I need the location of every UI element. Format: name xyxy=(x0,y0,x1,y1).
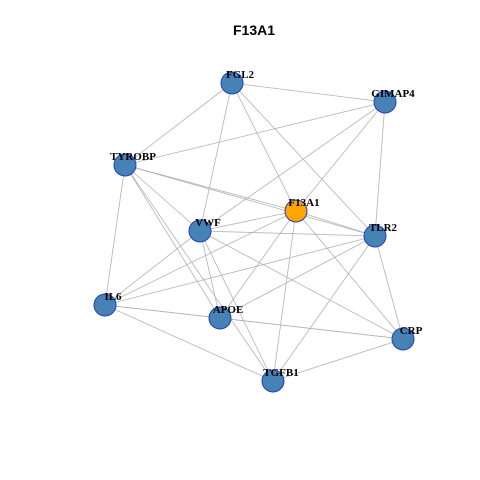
edge-f13a1-apoe xyxy=(219,210,297,319)
edge-tlr2-tgfb1 xyxy=(272,235,376,382)
node-circle[interactable] xyxy=(188,219,212,243)
edge-vwf-crp xyxy=(199,230,404,340)
node-circle[interactable] xyxy=(208,306,232,330)
edge-tyrobp-apoe xyxy=(124,164,221,319)
graph-title: F13A1 xyxy=(233,22,275,38)
edge-f13a1-crp xyxy=(295,210,404,340)
edge-tlr2-crp xyxy=(374,235,404,340)
edge-tyrobp-il6 xyxy=(104,164,126,306)
node-tyrobp[interactable]: TYROBP xyxy=(110,151,156,177)
edge-gimap4-tlr2 xyxy=(374,101,386,237)
node-circle[interactable] xyxy=(391,327,415,351)
edge-tyrobp-tlr2 xyxy=(124,164,376,237)
node-label: CRP xyxy=(400,325,423,337)
node-label: TYROBP xyxy=(110,151,156,163)
node-label: F13A1 xyxy=(288,197,319,209)
node-label: TGFB1 xyxy=(263,367,298,379)
node-label: APOE xyxy=(213,304,244,316)
edge-layer xyxy=(104,82,404,382)
edge-tyrobp-vwf xyxy=(124,164,201,232)
node-f13a1[interactable]: F13A1 xyxy=(284,197,320,223)
edge-fgl2-tlr2 xyxy=(231,82,376,237)
edge-f13a1-il6 xyxy=(104,210,297,306)
node-gimap4[interactable]: GIMAP4 xyxy=(371,88,415,114)
edge-gimap4-tyrobp xyxy=(124,101,386,166)
node-fgl2[interactable]: FGL2 xyxy=(220,69,255,95)
edge-tyrobp-tgfb1 xyxy=(124,164,274,382)
edge-gimap4-f13a1 xyxy=(295,101,386,212)
edge-tlr2-il6 xyxy=(104,235,376,306)
edge-apoe-crp xyxy=(219,317,404,340)
node-il6[interactable]: IL6 xyxy=(93,291,122,317)
node-circle[interactable] xyxy=(363,224,387,248)
node-crp[interactable]: CRP xyxy=(391,325,423,351)
node-tgfb1[interactable]: TGFB1 xyxy=(261,367,299,393)
node-circle[interactable] xyxy=(284,199,308,223)
node-label: VWF xyxy=(195,217,221,229)
edge-tyrobp-f13a1 xyxy=(124,164,297,212)
node-circle[interactable] xyxy=(373,90,397,114)
edge-vwf-tgfb1 xyxy=(199,230,274,382)
edge-tlr2-apoe xyxy=(219,235,376,319)
edge-il6-tgfb1 xyxy=(104,304,274,382)
node-vwf[interactable]: VWF xyxy=(188,217,221,243)
edge-fgl2-f13a1 xyxy=(231,82,297,212)
edge-f13a1-vwf xyxy=(199,210,297,232)
node-label: IL6 xyxy=(104,291,122,303)
node-label: TLR2 xyxy=(369,222,398,234)
edge-gimap4-vwf xyxy=(199,101,386,232)
edge-fgl2-gimap4 xyxy=(231,82,386,103)
edge-f13a1-tgfb1 xyxy=(272,210,297,382)
edge-vwf-tlr2 xyxy=(199,230,376,237)
node-circle[interactable] xyxy=(113,153,137,177)
node-label: FGL2 xyxy=(226,69,255,81)
edge-tgfb1-crp xyxy=(272,338,404,382)
node-circle[interactable] xyxy=(93,293,117,317)
edge-f13a1-tlr2 xyxy=(295,210,376,237)
node-label: GIMAP4 xyxy=(371,88,415,100)
node-apoe[interactable]: APOE xyxy=(208,304,244,330)
edge-fgl2-vwf xyxy=(199,82,233,232)
edge-fgl2-tyrobp xyxy=(124,82,233,166)
node-circle[interactable] xyxy=(220,71,244,95)
edge-vwf-il6 xyxy=(104,230,201,306)
node-tlr2[interactable]: TLR2 xyxy=(363,222,398,248)
node-circle[interactable] xyxy=(261,369,285,393)
edge-vwf-apoe xyxy=(199,230,221,319)
